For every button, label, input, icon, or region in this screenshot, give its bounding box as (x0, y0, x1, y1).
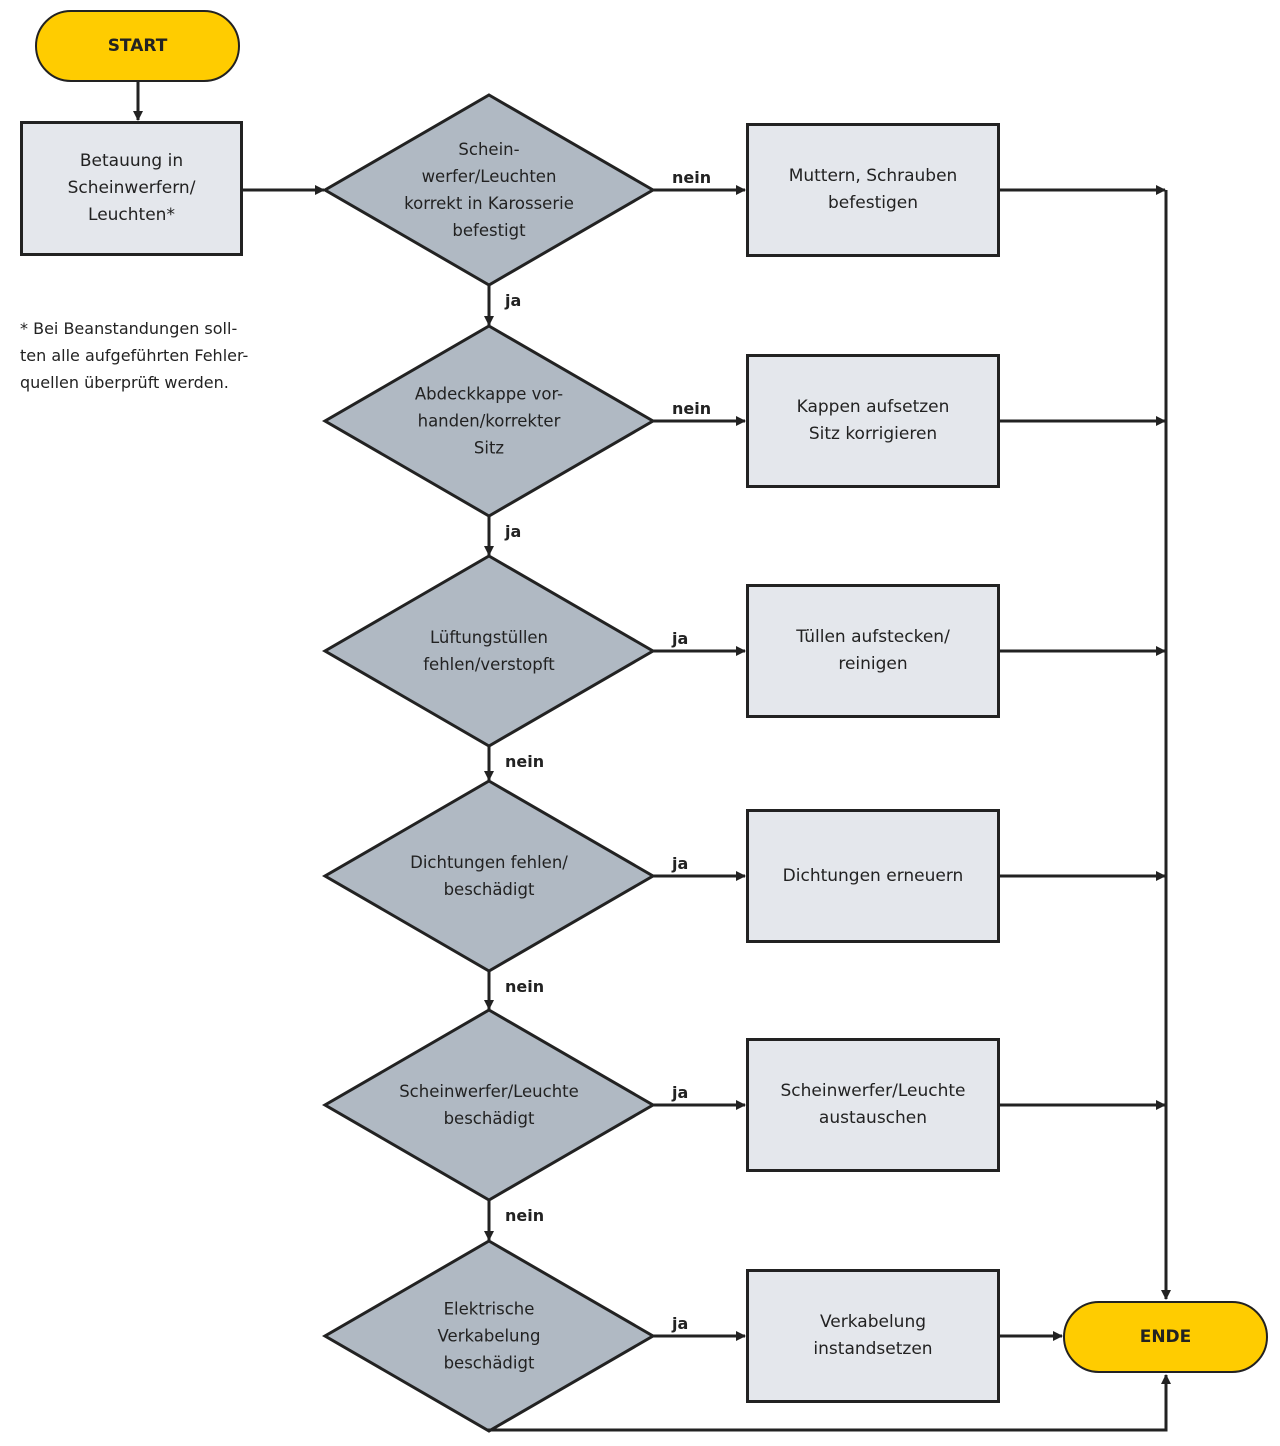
action-box: Scheinwerfer/Leuchte austauschen (746, 1038, 1000, 1172)
branch-label-right: nein (672, 399, 712, 418)
branch-label-down: nein (505, 977, 545, 996)
decision-label: Dichtungen fehlen/ beschädigt (410, 853, 568, 899)
branch-label-down: ja (505, 522, 522, 541)
decision-label: Schein- werfer/Leuchten korrekt in Karos… (404, 140, 574, 240)
condensation-step: Betauung in Scheinwerfern/ Leuchten* (20, 121, 243, 256)
decision-label: Lüftungstüllen fehlen/verstopft (423, 628, 555, 674)
start-terminal: START (35, 10, 240, 82)
decision-label: Scheinwerfer/Leuchte beschädigt (399, 1082, 579, 1128)
decision-label: Abdeckkappe vor- handen/korrekter Sitz (414, 384, 564, 458)
branch-label-right: ja (672, 1314, 689, 1333)
branch-label-right: ja (672, 629, 689, 648)
arrow-last-to-end (487, 1374, 1171, 1432)
decision-label: Elektrische Verkabelung beschädigt (437, 1299, 541, 1373)
action-box: Dichtungen erneuern (746, 809, 1000, 943)
action-box: Verkabelung instandsetzen (746, 1269, 1000, 1403)
branch-label-right: nein (672, 168, 712, 187)
branch-label-down: ja (505, 291, 522, 310)
branch-label-right: ja (672, 854, 689, 873)
action-box: Tüllen aufstecken/ reinigen (746, 584, 1000, 718)
branch-label-down: nein (505, 1206, 545, 1225)
action-box: Muttern, Schrauben befestigen (746, 123, 1000, 257)
branch-label-down: nein (505, 752, 545, 771)
end-terminal: ENDE (1063, 1301, 1268, 1373)
footnote: * Bei Beanstandungen soll- ten alle aufg… (20, 319, 249, 392)
action-box: Kappen aufsetzen Sitz korrigieren (746, 354, 1000, 488)
branch-label-right: ja (672, 1083, 689, 1102)
